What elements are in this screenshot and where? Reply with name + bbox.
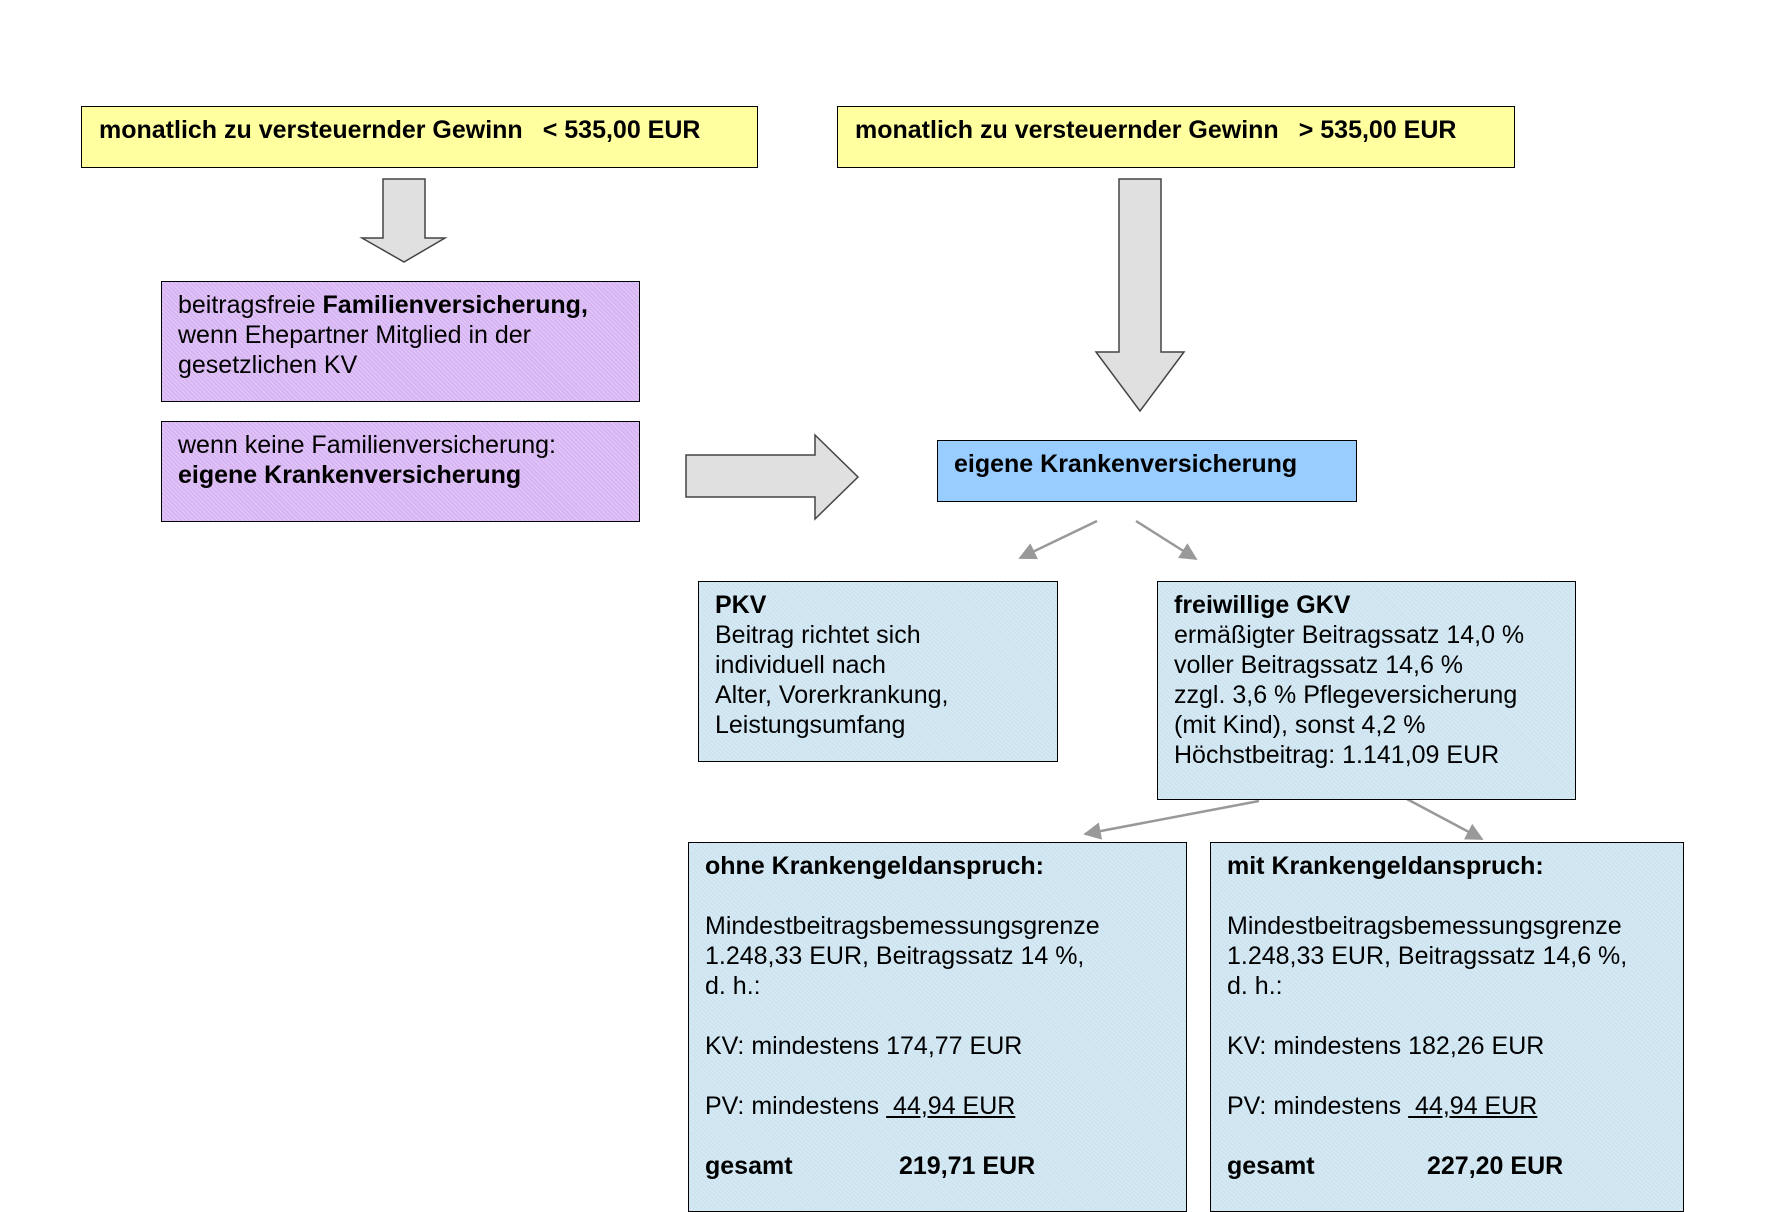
family-line2: wenn Ehepartner Mitglied in der [178, 321, 531, 349]
with-sick-pay-box: mit Krankengeldanspruch: Mindestbeitrags… [1210, 842, 1684, 1212]
without-line3: d. h.: [705, 972, 761, 1000]
with-line3: d. h.: [1227, 972, 1283, 1000]
top-left-label: monatlich zu versteuernder Gewinn [99, 116, 523, 144]
with-title: mit Krankengeldanspruch: [1227, 852, 1544, 880]
family-line3: gesetzlichen KV [178, 351, 358, 379]
top-left-value: < 535,00 EUR [542, 116, 701, 144]
pkv-title: PKV [715, 591, 767, 619]
with-line2: 1.248,33 EUR, Beitragssatz 14,6 %, [1227, 942, 1628, 970]
family-bold: Familienversicherung, [322, 291, 588, 319]
top-right-value: > 535,00 EUR [1298, 116, 1457, 144]
top-right-label: monatlich zu versteuernder Gewinn [855, 116, 1279, 144]
without-kv-value: 174,77 EUR [886, 1032, 1023, 1060]
block-arrow-right [685, 433, 860, 521]
pkv-line: Beitrag richtet sich [715, 621, 921, 649]
without-line1: Mindestbeitragsbemessungsgrenze [705, 912, 1100, 940]
top-left-box: monatlich zu versteuernder Gewinn < 535,0… [81, 106, 758, 168]
pkv-line: Alter, Vorerkrankung, [715, 681, 949, 709]
without-pv-label: PV: mindestens [705, 1092, 887, 1120]
family-insurance-box: beitragsfreie Familienversicherung, wenn… [161, 281, 640, 402]
without-total-label: gesamt [705, 1152, 793, 1180]
pkv-line: Leistungsumfang [715, 711, 906, 739]
connector-to-without [1083, 799, 1260, 840]
pkv-line: individuell nach [715, 651, 886, 679]
gkv-line: voller Beitragssatz 14,6 % [1174, 651, 1464, 679]
pkv-box: PKV Beitrag richtet sich individuell nac… [698, 581, 1058, 762]
with-pv-value: 44,94 EUR [1408, 1092, 1538, 1120]
without-title: ohne Krankengeldanspruch: [705, 852, 1044, 880]
no-family-box: wenn keine Familienversicherung: eigene … [161, 421, 640, 522]
block-arrow-down-left [359, 178, 448, 263]
without-kv-label: KV: mindestens [705, 1032, 887, 1060]
without-pv-value: 44,94 EUR [886, 1092, 1016, 1120]
gkv-line: (mit Kind), sonst 4,2 % [1174, 711, 1426, 739]
gkv-box: freiwillige GKV ermäßigter Beitragssatz … [1157, 581, 1576, 800]
no-family-line1: wenn keine Familienversicherung: [178, 431, 556, 459]
gkv-title: freiwillige GKV [1174, 591, 1351, 619]
without-total-value: 219,71 EUR [899, 1152, 1036, 1180]
connector-to-gkv [1135, 519, 1198, 561]
with-line1: Mindestbeitragsbemessungsgrenze [1227, 912, 1622, 940]
without-sick-pay-box: ohne Krankengeldanspruch: Mindestbeitrag… [688, 842, 1187, 1212]
with-kv-label: KV: mindestens [1227, 1032, 1409, 1060]
connector-to-with [1404, 796, 1484, 841]
with-pv-label: PV: mindestens [1227, 1092, 1409, 1120]
with-kv-value: 182,26 EUR [1408, 1032, 1545, 1060]
own-insurance-label: eigene Krankenversicherung [954, 450, 1298, 478]
top-right-box: monatlich zu versteuernder Gewinn > 535,0… [837, 106, 1515, 168]
gkv-line: ermäßigter Beitragssatz 14,0 % [1174, 621, 1525, 649]
connector-to-pkv [1018, 519, 1098, 560]
gkv-line: Höchstbeitrag: 1.141,09 EUR [1174, 741, 1500, 769]
no-family-line2: eigene Krankenversicherung [178, 461, 522, 489]
own-insurance-box: eigene Krankenversicherung [937, 440, 1357, 502]
block-arrow-down-right [1094, 178, 1186, 413]
with-total-value: 227,20 EUR [1427, 1152, 1564, 1180]
family-prefix: beitragsfreie [178, 291, 323, 319]
gkv-line: zzgl. 3,6 % Pflegeversicherung [1174, 681, 1518, 709]
without-line2: 1.248,33 EUR, Beitragssatz 14 %, [705, 942, 1085, 970]
with-total-label: gesamt [1227, 1152, 1315, 1180]
